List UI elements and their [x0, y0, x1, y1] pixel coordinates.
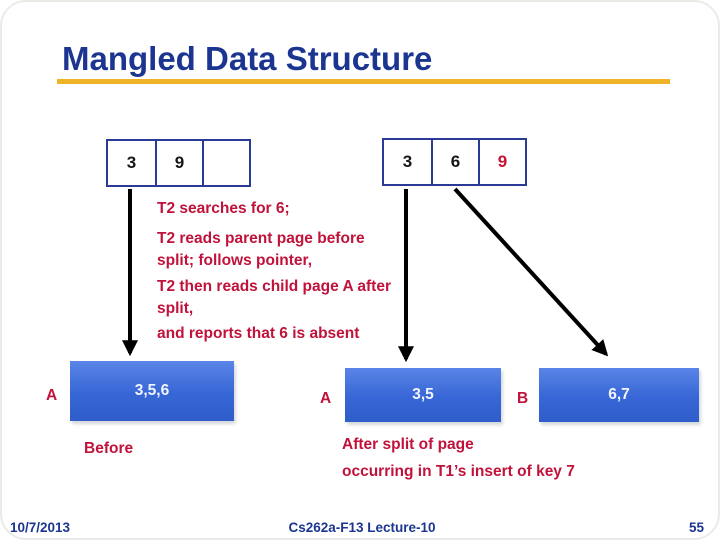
annotation-line: T2 then reads child page A after split, [157, 278, 391, 317]
table-cell: 3 [402, 152, 413, 171]
table-cell-highlighted: 9 [478, 140, 525, 184]
page-box-before: 3,5,6 [70, 361, 234, 421]
footer-course-title: Cs262a-F13 Lecture-10 [288, 520, 436, 535]
footer-page-number: 55 [688, 520, 704, 535]
page-label-a-after: A [320, 390, 332, 407]
annotation-line: T2 reads parent page before split; follo… [157, 230, 365, 269]
caption-after-split: After split of page occurring in T1’s in… [342, 436, 575, 480]
page-label-b-after: B [517, 390, 529, 407]
parent-page-before-table: 3 9 [106, 139, 251, 187]
caption-before: Before [84, 440, 134, 457]
footer-date: 10/7/2013 [10, 520, 71, 535]
table-cell: 9 [155, 141, 202, 185]
page-label-a-before: A [46, 387, 58, 404]
arrow-after-parent-to-b [453, 187, 609, 357]
annotation-line: and reports that 6 is absent [157, 325, 360, 342]
parent-page-after-table: 3 6 9 [382, 138, 527, 186]
table-cell: 6 [431, 140, 478, 184]
table-cell: 3 [126, 153, 137, 172]
page-box-after-a: 3,5 [345, 368, 501, 422]
title-underline-rule [57, 79, 670, 84]
page-box-after-b: 6,7 [539, 368, 699, 422]
table-cell [202, 141, 249, 185]
slide-title: Mangled Data Structure [62, 40, 433, 77]
annotation-line: T2 searches for 6; [157, 200, 290, 217]
